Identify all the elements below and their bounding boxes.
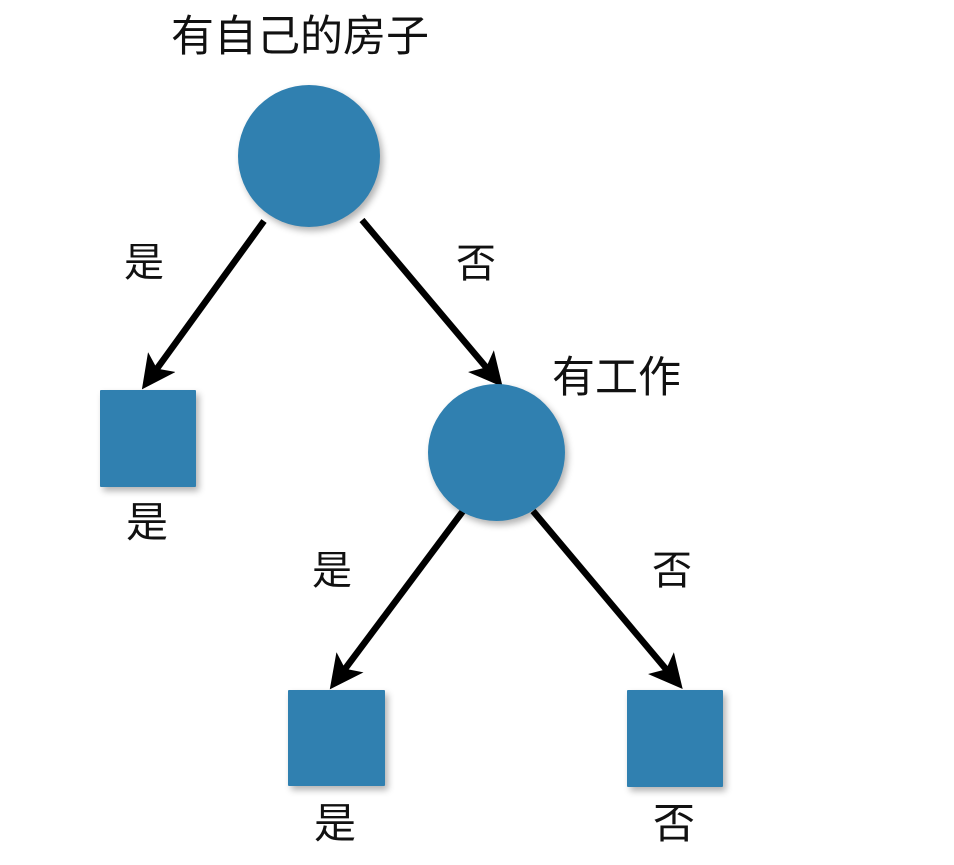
edge-label-root-yes: 是	[124, 240, 164, 286]
node-leaf-yes-job[interactable]	[288, 690, 385, 786]
edge-root-to-has-job	[359, 217, 503, 387]
node-leaf-yes-job-label: 是	[314, 799, 357, 848]
node-leaf-yes-house[interactable]	[100, 390, 196, 487]
edge-label-has-job-yes: 是	[312, 548, 352, 594]
node-root-title: 有自己的房子	[171, 12, 429, 62]
node-leaf-yes-house-label: 是	[126, 498, 169, 547]
node-leaf-no-job[interactable]	[627, 690, 723, 787]
node-has-job-title: 有工作	[552, 353, 681, 403]
node-leaf-no-job-label: 否	[653, 799, 696, 848]
node-root[interactable]	[238, 85, 380, 227]
edge-has-job-to-leaf-no-job	[530, 508, 683, 689]
node-has-job[interactable]	[428, 384, 565, 521]
edge-label-has-job-no: 否	[652, 548, 692, 594]
edge-root-to-leaf-yes-house	[141, 219, 267, 390]
edge-has-job-to-leaf-yes-job	[329, 509, 466, 690]
edge-label-root-no: 否	[456, 241, 496, 287]
